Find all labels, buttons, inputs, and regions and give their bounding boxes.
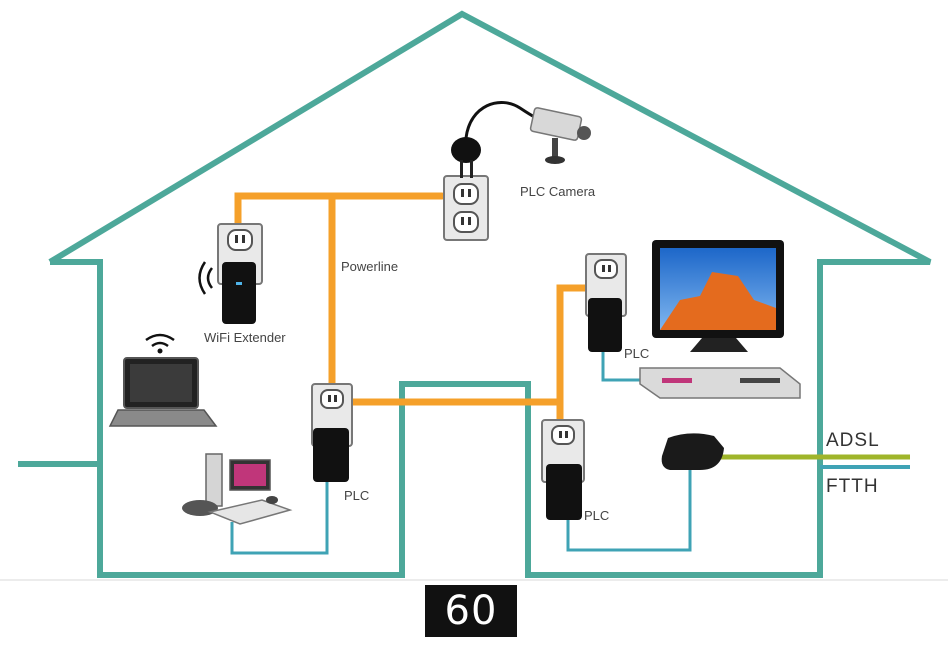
ftth-label: FTTH [826, 476, 879, 497]
page-number: 60 [444, 588, 498, 634]
set-top-box-icon [639, 367, 801, 399]
plc-camera-icon [529, 107, 591, 164]
wifi-extender-label: WiFi Extender [204, 330, 286, 345]
plc-tv-label: PLC [624, 346, 649, 361]
camera-power-plug [451, 101, 546, 178]
wifi-signal-icon [198, 261, 214, 295]
house-outline [18, 10, 932, 578]
plc-tv-device [588, 298, 622, 352]
plc-bottom-right-device [546, 464, 582, 520]
wifi-extender-device [222, 262, 256, 324]
laptop-icon [108, 333, 218, 427]
plc-bottom-right-label: PLC [584, 508, 609, 523]
router-icon [661, 433, 724, 470]
television-icon [652, 240, 784, 352]
desktop-computer-icon [182, 453, 293, 525]
ethernet-cables [230, 352, 692, 555]
plc-camera-label: PLC Camera [520, 184, 596, 199]
camera-wall-outlet [443, 175, 489, 241]
page-number-box [425, 585, 517, 637]
plc-left-label: PLC [344, 488, 369, 503]
adsl-label: ADSL [826, 430, 880, 451]
powerline-cables [234, 192, 594, 438]
powerline-label: Powerline [341, 259, 398, 274]
plc-left-device [313, 428, 349, 482]
